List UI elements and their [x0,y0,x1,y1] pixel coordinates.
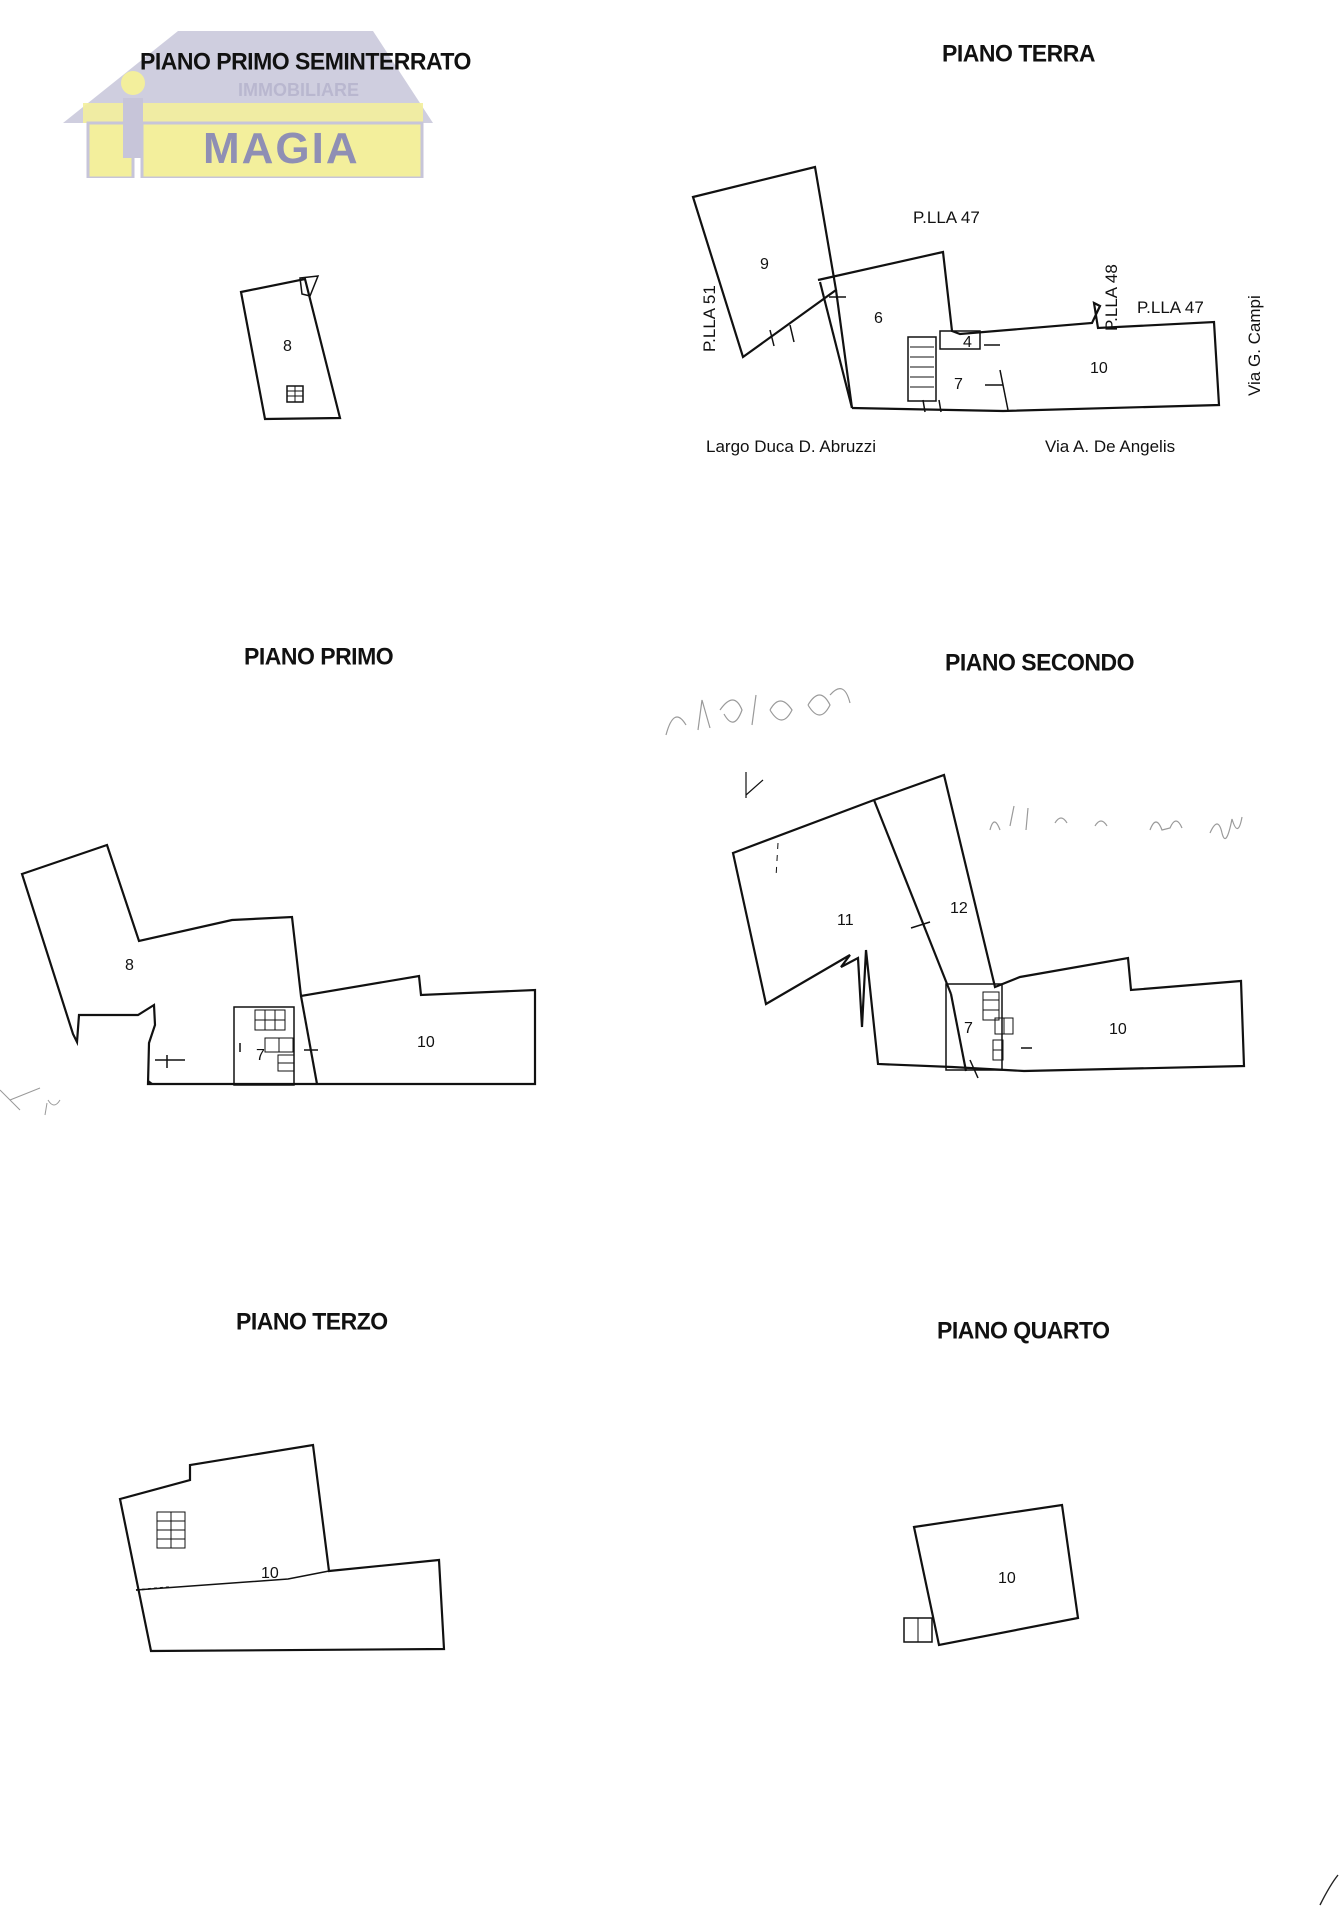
plla-51-label: P.LLA 51 [700,285,719,352]
room-4-terra: 4 [963,334,972,351]
room-11-secondo: 11 [837,912,854,929]
room-10-quarto: 10 [998,1570,1016,1587]
stair-hatching-terra [910,346,934,388]
room-8-seminterrato: 8 [283,338,292,355]
stair-hatching-terzo [156,1511,186,1549]
logo-tagline: IMMOBILIARE [238,80,359,100]
room-7-terra: 7 [954,376,963,393]
title-piano-secondo: PIANO SECONDO [945,648,1135,676]
plan-piano-primo [20,843,537,1086]
room-12-secondo: 12 [950,900,968,917]
via-campi-label: Via G. Campi [1245,295,1264,396]
room-10-secondo: 10 [1109,1021,1127,1038]
title-seminterrato: PIANO PRIMO SEMINTERRATO [140,47,471,75]
via-de-angelis-label: Via A. De Angelis [1045,437,1176,456]
title-piano-primo: PIANO PRIMO [244,642,394,670]
room-9-terra: 9 [760,256,769,273]
title-piano-terzo: PIANO TERZO [236,1307,388,1335]
plla-47-right-label: P.LLA 47 [1137,298,1204,317]
plla-48-label: P.LLA 48 [1102,264,1121,331]
plan-piano-terzo [118,1443,446,1653]
room-6-terra: 6 [874,310,883,327]
handwritten-annotations [0,688,1339,1906]
plan-piano-terra [691,165,1221,413]
room-10-terzo: 10 [261,1565,279,1582]
room-7-primo: 7 [256,1047,265,1064]
title-piano-terra: PIANO TERRA [942,39,1095,67]
largo-duca-label: Largo Duca D. Abruzzi [706,437,877,456]
plan-piano-secondo [731,772,1246,1079]
house-logo-icon [63,31,433,180]
plan-seminterrato [239,275,342,421]
room-10-primo: 10 [417,1034,435,1051]
stair-hatching-primo [254,1009,295,1072]
agency-logo: IMMOBILIARE MAGIA [58,28,438,180]
room-8-primo: 8 [125,957,134,974]
room-7-secondo: 7 [964,1020,973,1037]
logo-brand: MAGIA [203,124,360,173]
stair-hatching-secondo [982,991,1014,1061]
plan-piano-quarto [903,1503,1080,1647]
title-piano-quarto: PIANO QUARTO [937,1316,1110,1344]
plla-47-top-label: P.LLA 47 [913,208,980,227]
room-10-terra: 10 [1090,360,1108,377]
